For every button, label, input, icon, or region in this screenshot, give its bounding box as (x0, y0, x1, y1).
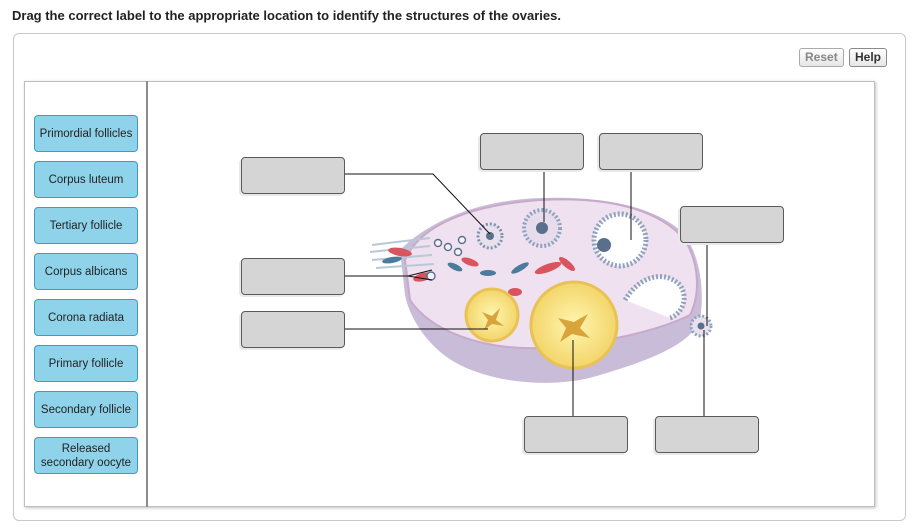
label-corona-radiata[interactable]: Corona radiata (34, 299, 138, 336)
dropzone-corpus-luteum-target[interactable] (524, 416, 628, 453)
label-secondary-follicle[interactable]: Secondary follicle (34, 391, 138, 428)
label-corpus-luteum[interactable]: Corpus luteum (34, 161, 138, 198)
instruction-text: Drag the correct label to the appropriat… (12, 8, 561, 23)
dropzone-corona-radiata-target[interactable] (655, 416, 759, 453)
help-button[interactable]: Help (849, 48, 888, 67)
dropzone-primordial-follicles-target[interactable] (241, 258, 345, 295)
label-tertiary-follicle[interactable]: Tertiary follicle (34, 207, 138, 244)
dropzone-released-oocyte-target[interactable] (680, 206, 784, 243)
dropzone-corpus-albicans-target[interactable] (241, 311, 345, 348)
dropzone-primary-follicle-target[interactable] (241, 157, 345, 194)
ruptured-follicle-shape (622, 274, 687, 321)
label-primordial-follicles[interactable]: Primordial follicles (34, 115, 138, 152)
veins (382, 256, 529, 276)
label-bank (24, 81, 148, 507)
leader-lines (345, 170, 708, 416)
label-released-secondary-oocyte[interactable]: Released secondary oocyte (34, 437, 138, 474)
tertiary-follicle-shape (591, 211, 649, 269)
dropzone-secondary-follicle-target[interactable] (480, 133, 584, 170)
corpus-albicans-shape (464, 287, 520, 343)
label-corpus-albicans[interactable]: Corpus albicans (34, 253, 138, 290)
label-primary-follicle[interactable]: Primary follicle (34, 345, 138, 382)
reset-button[interactable]: Reset (799, 48, 844, 67)
dropzone-tertiary-follicle-target[interactable] (599, 133, 703, 170)
primordial-follicles (426, 235, 467, 281)
